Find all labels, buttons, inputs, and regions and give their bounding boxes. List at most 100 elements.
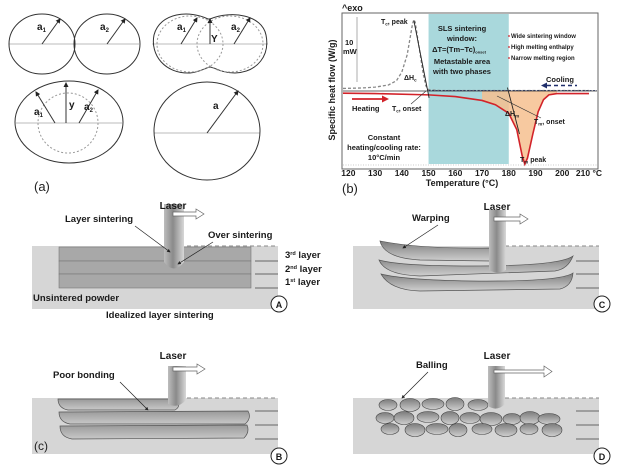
layer-3-label: 3rd layer [285, 250, 321, 261]
scan-direction-arrow-icon [493, 365, 553, 378]
series-heating-line [342, 92, 589, 167]
x-tick-label: 120 [341, 168, 355, 178]
ball-particle [537, 413, 561, 425]
layer-sintering-pointer [134, 225, 171, 253]
panel-a-label: (a) [34, 179, 50, 194]
tc-onset-leader [410, 90, 427, 105]
particle-1 [8, 13, 76, 75]
stage-4-single-particle [153, 81, 261, 181]
ball-particle [448, 423, 468, 437]
warped-layer-1 [380, 272, 574, 292]
x-tick-label: 180 [502, 168, 516, 178]
radius-a2-arrow [78, 89, 99, 124]
ball-particle [399, 398, 421, 412]
original-particle [37, 92, 99, 154]
sintering-window-band [428, 14, 509, 164]
x-tick-label: 190 [528, 168, 542, 178]
particle-2 [73, 13, 141, 75]
ball-particle [393, 411, 415, 425]
panel-c-A-idealized: Laser Layer sintering Over sintering 3rd… [32, 201, 322, 321]
tc-peak-label: Tc, peak [381, 19, 408, 27]
heating-label: Heating [352, 104, 380, 113]
rate-line-1: Constant [368, 133, 401, 142]
ball-particle [519, 411, 541, 425]
bullet-icon [508, 46, 510, 48]
ball-particle [378, 399, 398, 411]
label-a2: a2 [84, 102, 94, 114]
bullet-high-enthalpy: High melting enthalpy [511, 45, 574, 51]
melting-area-fill [482, 91, 557, 165]
final-particle [153, 81, 261, 181]
panel-c-B-poor-bonding: Laser Poor bonding (c) B [32, 351, 288, 465]
badge-B [270, 447, 288, 465]
balled-particles [375, 397, 563, 437]
ball-particle [425, 423, 449, 435]
window-line-3: ΔT=(Tm−Tc)onset [432, 45, 487, 55]
badge-B-text: B [276, 452, 283, 462]
badge-D [593, 447, 611, 465]
radius-a-arrow [206, 90, 239, 134]
ball-particle [416, 411, 440, 423]
label-a2: a2 [100, 22, 110, 34]
scan-direction-arrow-icon [493, 213, 529, 225]
property-bullets: Wide sintering window High melting entha… [508, 34, 576, 62]
balling-label: Balling [416, 360, 448, 371]
scan-direction-arrow-icon [172, 363, 206, 375]
stage-3-coalescence [14, 80, 124, 164]
badge-D-text: D [599, 452, 606, 462]
stage-2-neck-formation [152, 13, 268, 74]
layer-1 [58, 273, 252, 289]
ball-particle [471, 423, 493, 435]
panel-b-dsc-chart: ^exo 10 mW Tc, peak ΔHc Tc, onset SLS si… [327, 3, 602, 196]
ball-particle [459, 412, 481, 424]
stage-1-two-particles [8, 13, 141, 75]
sintering-window-text: SLS sintering window: ΔT=(Tm−Tc)onset Me… [432, 24, 491, 76]
badge-A-text: A [276, 300, 283, 310]
fused-outline [152, 13, 268, 74]
tm-onset-tangent [506, 87, 520, 135]
panel-c-D-balling: Laser Balling D [353, 351, 611, 465]
layer-2 [58, 260, 252, 275]
laser-beam-icon [488, 366, 505, 409]
radius-a2-arrow [106, 18, 126, 45]
melting-enthalpy-area [482, 91, 557, 165]
dhc-label: ΔHc [404, 75, 417, 83]
tm-onset-label: Tm, onset [534, 119, 566, 127]
layer-1-label: 1st layer [285, 277, 320, 288]
layer-3-partial [57, 398, 180, 411]
ball-particle [445, 397, 465, 411]
over-sintering-pointer [177, 241, 214, 265]
panel-c-C-warping: Laser Warping C [353, 202, 611, 313]
ball-particle [380, 423, 400, 435]
laser-beam-icon [489, 210, 506, 273]
warping-label: Warping [412, 213, 450, 224]
coalesced-outline [14, 80, 124, 164]
scan-direction-arrow-icon [172, 208, 205, 220]
over-sintering-label: Over sintering [208, 230, 273, 241]
ball-particle [479, 412, 503, 426]
layer-3 [58, 246, 252, 262]
window-line-4: Metastable area [434, 57, 491, 66]
caption-idealized: Idealized layer sintering [106, 310, 214, 321]
rate-line-2: heating/cooling rate: [347, 143, 421, 152]
laser-label: Laser [484, 351, 511, 362]
bullet-wide-window: Wide sintering window [511, 34, 576, 40]
x-tick-label: 130 [368, 168, 382, 178]
layer-2-label: 2nd layer [285, 264, 322, 275]
ball-particle [494, 423, 518, 437]
bullet-icon [508, 35, 510, 37]
unsintered-powder-label: Unsintered powder [33, 293, 119, 304]
laser-beam-icon [168, 366, 186, 406]
layer-1 [59, 424, 249, 440]
label-y: y [69, 100, 75, 111]
ball-particle [440, 411, 460, 425]
radius-a1-arrow [35, 91, 56, 124]
tm-onset-leader [496, 95, 542, 119]
x-axis-title: Temperature (°C) [426, 178, 498, 188]
label-a2: a2 [231, 22, 241, 34]
window-line-5: with two phases [432, 67, 491, 76]
x-tick-label: 210 °C [576, 168, 602, 178]
radius-a2-arrow [233, 17, 251, 45]
poor-bonding-pointer [119, 381, 149, 411]
